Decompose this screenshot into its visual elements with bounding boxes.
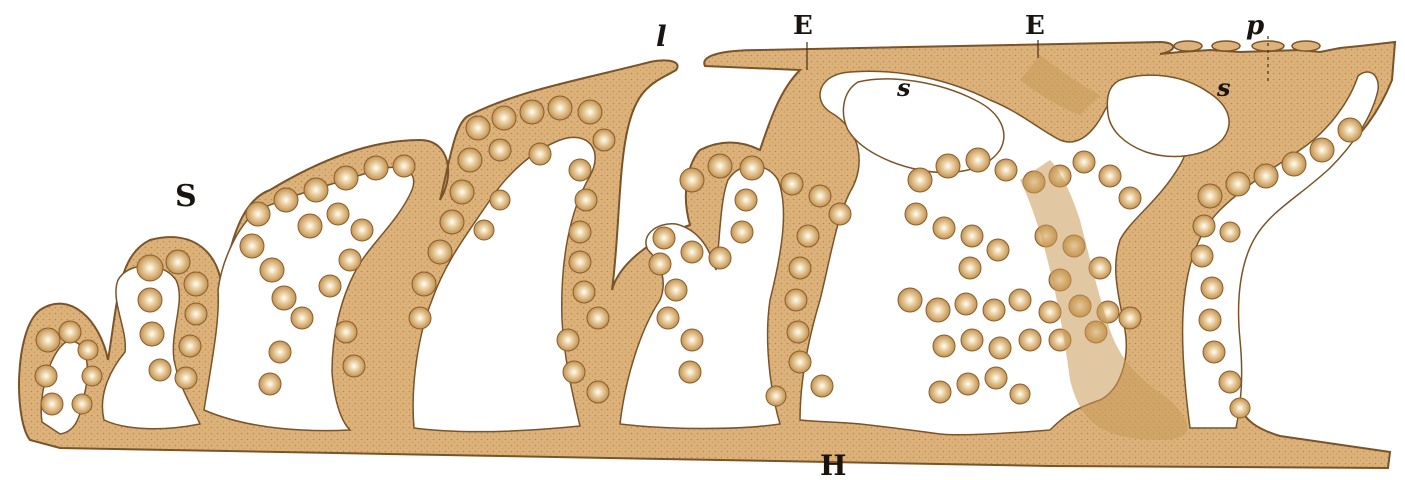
label-l: l (656, 20, 667, 53)
label-S: S (175, 179, 197, 214)
label-s-right: s (1216, 73, 1231, 102)
label-E-left: E (793, 11, 813, 41)
label-H: H (820, 449, 846, 480)
periosteum-fragments (1174, 41, 1320, 51)
label-s-left: s (896, 73, 911, 102)
label-p: p (1246, 11, 1264, 41)
label-E-right: E (1025, 11, 1045, 41)
